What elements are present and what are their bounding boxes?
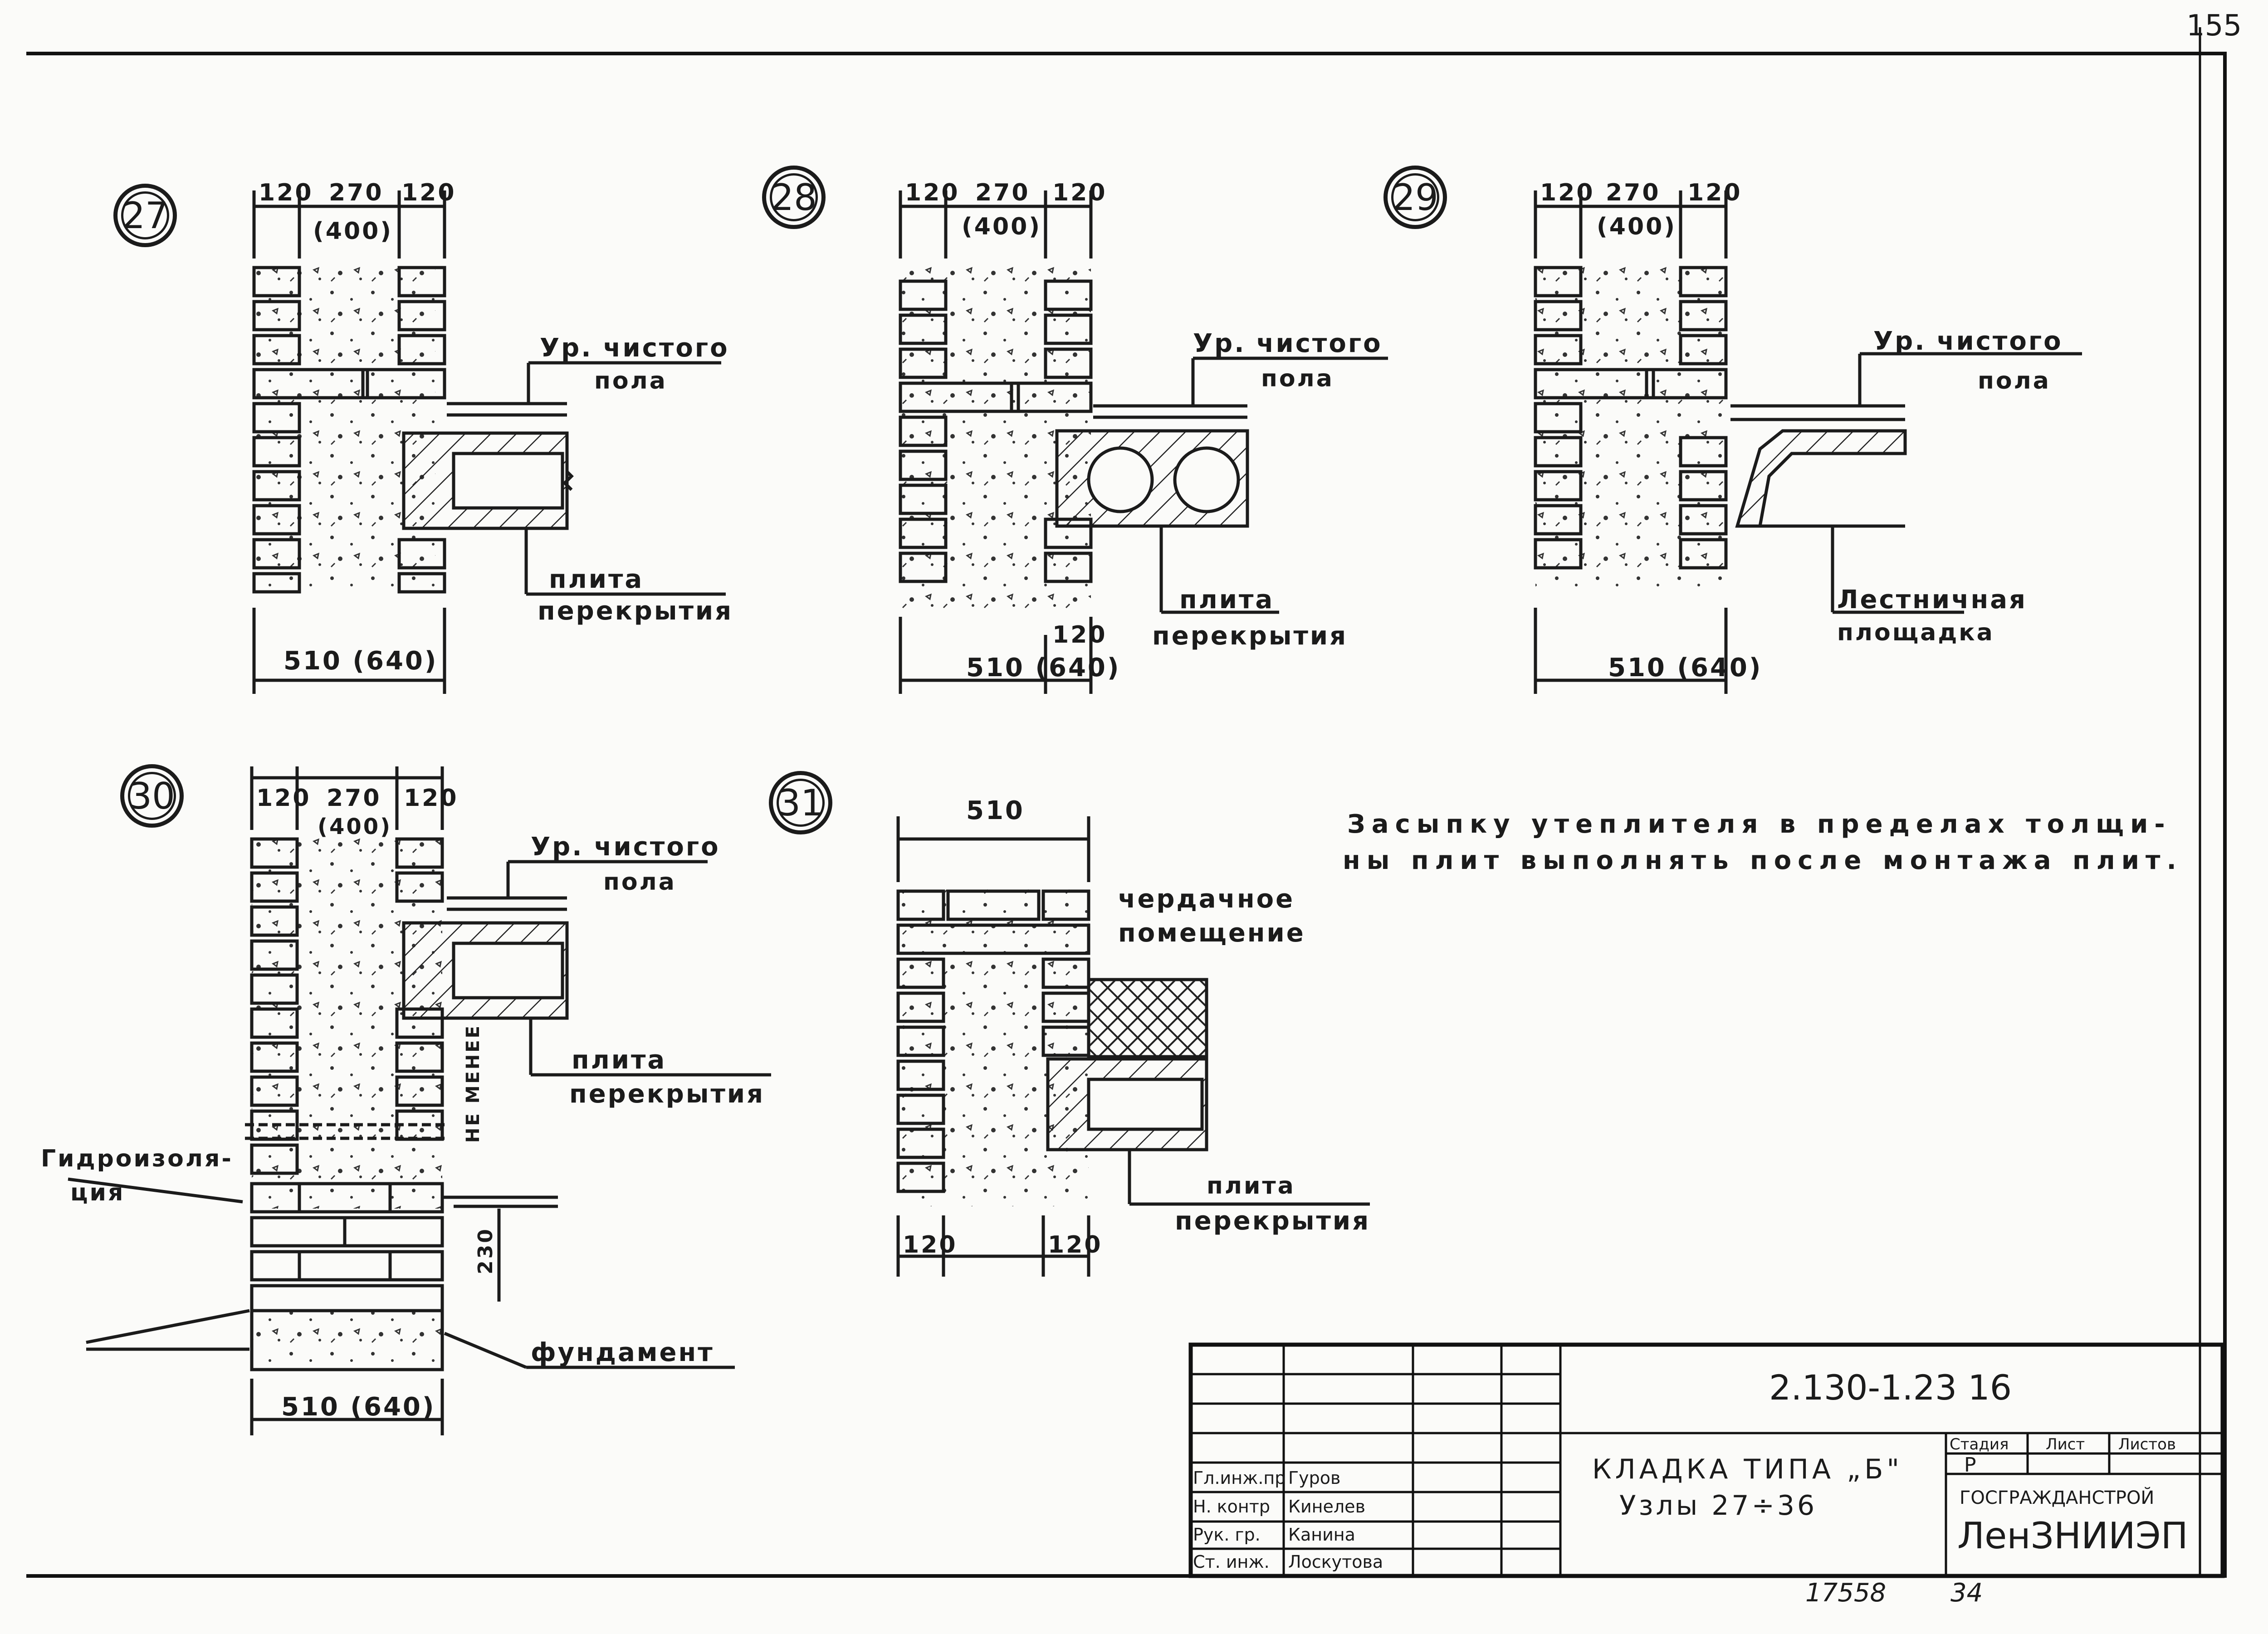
archive-number: 17558 (1805, 1578, 1887, 1608)
dim-120: 120 (1052, 621, 1107, 649)
dim-270: 270 (975, 179, 1030, 206)
role-chief-engineer: Гл.инж.пр (1193, 1468, 1286, 1488)
dim-270: 270 (327, 785, 381, 812)
label-foundation: фундамент (531, 1338, 714, 1367)
node-marker-27: 27 (113, 184, 177, 247)
label-floor-level: пола (1261, 365, 1334, 392)
label-floor-level: пола (594, 367, 667, 395)
label-floor-level: Ур. чистого (1873, 327, 2063, 356)
node-31-drawing (896, 816, 1370, 1277)
dim-120: 120 (256, 785, 311, 812)
label-stair-landing: Лестничная (1837, 585, 2027, 615)
dim-510-640: 510 (640) (281, 1392, 436, 1422)
node-29-drawing (1534, 190, 2082, 694)
label-slab: перекрытия (1175, 1206, 1371, 1236)
org-institute: ЛенЗНИИЭП (1957, 1515, 2188, 1557)
label-slab: плита (572, 1045, 667, 1075)
name-4: Лоскутова (1288, 1552, 1383, 1572)
insulation-note: ны плит выполнять после монтажа плит. (1343, 846, 2183, 875)
dim-120: 120 (1540, 179, 1595, 206)
dim-510-640: 510 (640) (284, 646, 438, 676)
org-ministry: ГОСГРАЖДАНСТРОЙ (1960, 1488, 2155, 1508)
drawing-subtitle: Узлы 27÷36 (1619, 1490, 1818, 1522)
insulation-note: Засыпку утеплителя в пределах толщи- (1347, 810, 2171, 839)
label-floor-level: Ур. чистого (1193, 329, 1383, 358)
label-floor-level: пола (603, 868, 676, 896)
dim-120: 120 (401, 179, 456, 206)
dim-270: 270 (329, 179, 384, 206)
dim-400: (400) (1597, 213, 1677, 240)
label-stair-landing: площадка (1837, 619, 1994, 646)
label-waterproofing: Гидроизоля- (41, 1145, 233, 1172)
name-3: Канина (1288, 1525, 1355, 1545)
label-attic: чердачное (1118, 884, 1295, 914)
dim-120: 120 (905, 179, 960, 206)
dim-120: 120 (1048, 1231, 1103, 1258)
node-marker-30: 30 (120, 764, 184, 828)
node-27-drawing (252, 190, 726, 694)
drawing-title: КЛАДКА ТИПА „Б" (1592, 1454, 1903, 1485)
node-marker-31: 31 (769, 771, 832, 834)
label-slab: плита (1179, 585, 1275, 615)
dim-510-640: 510 (640) (966, 653, 1121, 683)
node-30-drawing (68, 766, 771, 1435)
label-slab: плита (549, 565, 644, 594)
stage-value: Р (1964, 1454, 1976, 1477)
stage-header: Стадия (1950, 1435, 2009, 1454)
title-block-grid (1188, 1342, 2225, 1578)
page-number: 155 (2186, 9, 2242, 43)
sheet-header: Лист (2046, 1435, 2085, 1454)
role-senior-engineer: Ст. инж. (1193, 1552, 1270, 1572)
dim-400: (400) (318, 814, 392, 839)
role-group-lead: Рук. гр. (1193, 1525, 1261, 1545)
dim-120: 120 (259, 179, 313, 206)
dim-120: 120 (1052, 179, 1107, 206)
label-floor-level: Ур. чистого (540, 333, 729, 363)
role-norm-control: Н. контр (1193, 1497, 1271, 1517)
sheets-header: Листов (2118, 1435, 2176, 1454)
dim-400: (400) (313, 218, 393, 245)
sheet-frame (26, 27, 2227, 1578)
label-slab: плита (1207, 1172, 1295, 1200)
label-slab: перекрытия (1152, 621, 1348, 651)
dim-510: 510 (966, 796, 1025, 825)
doc-code: 2.130-1.23 16 (1769, 1367, 2012, 1408)
dim-not-less: НЕ МЕНЕЕ (463, 1024, 484, 1143)
dim-510-640: 510 (640) (1608, 653, 1763, 683)
label-attic: помещение (1118, 918, 1305, 948)
node-marker-28: 28 (762, 166, 826, 229)
label-slab: перекрытия (538, 596, 733, 626)
label-waterproofing: ция (70, 1179, 125, 1206)
label-floor-level: Ур. чистого (531, 832, 720, 862)
name-2: Кинелев (1288, 1497, 1365, 1517)
node-28-drawing (899, 190, 1388, 694)
dim-270: 270 (1606, 179, 1661, 206)
dim-400: (400) (962, 213, 1042, 240)
label-slab: перекрытия (569, 1079, 765, 1109)
label-floor-level: пола (1978, 367, 2051, 395)
dim-120: 120 (903, 1231, 958, 1258)
node-marker-29: 29 (1383, 166, 1447, 229)
dim-120: 120 (1687, 179, 1742, 206)
name-1: Гуров (1288, 1468, 1341, 1488)
dim-230: 230 (474, 1227, 497, 1274)
dim-120: 120 (404, 785, 459, 812)
archive-page: 34 (1950, 1578, 1983, 1608)
